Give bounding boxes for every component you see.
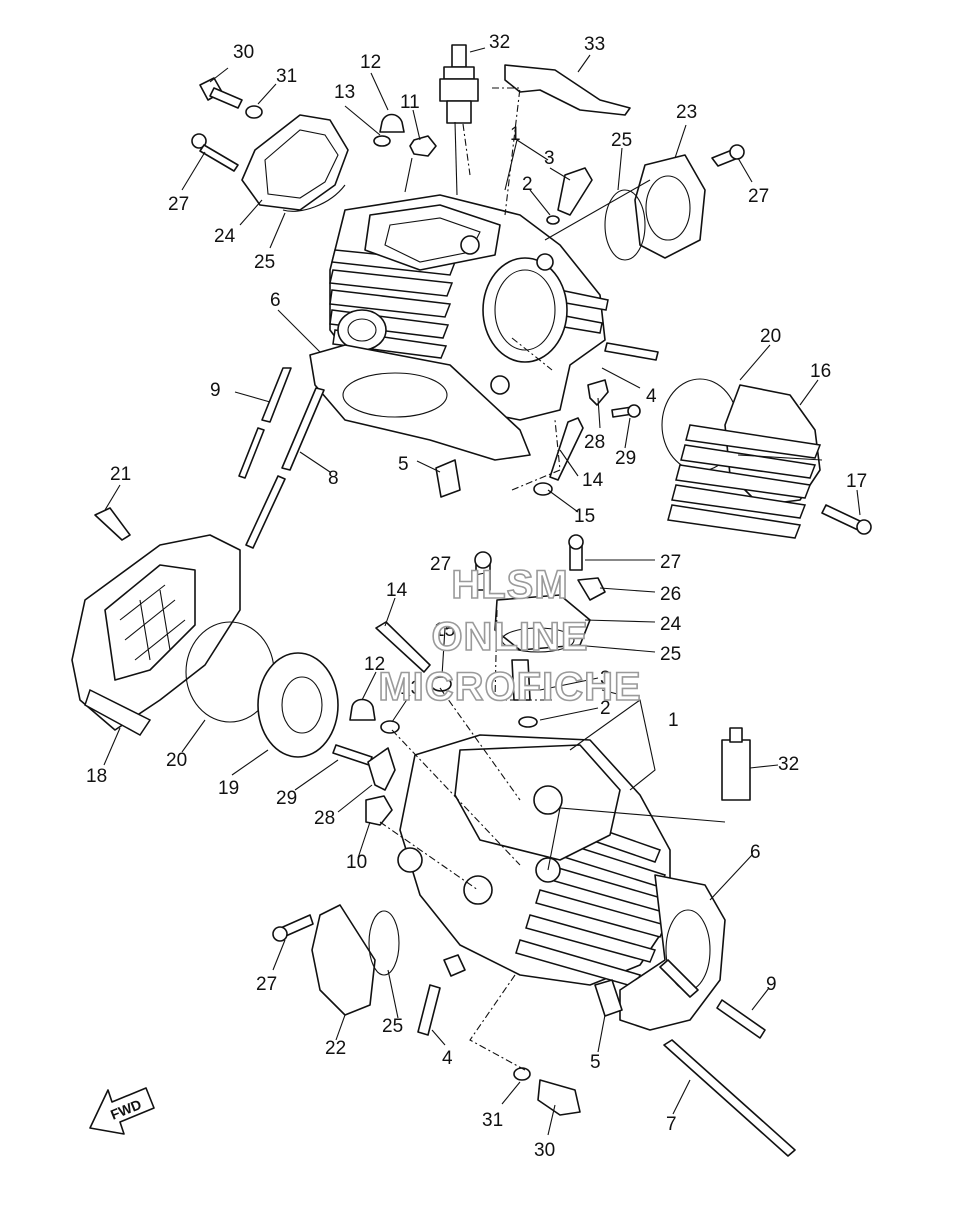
- callout-12-upper: 12: [360, 52, 381, 73]
- callout-2-lower: 2: [600, 698, 611, 719]
- callout-24-lower: 24: [660, 614, 682, 635]
- callout-12-lower: 12: [364, 654, 385, 675]
- callout-9-lower: 9: [766, 974, 777, 995]
- callout-1-lower: 1: [668, 710, 679, 731]
- callout-29-lower: 29: [276, 788, 297, 809]
- watermark-line-2: ONLINE: [431, 615, 588, 659]
- callout-8: 8: [328, 468, 339, 489]
- callout-32-upper: 32: [489, 32, 510, 53]
- callout-20-lower: 20: [166, 750, 187, 771]
- callout-1-upper: 1: [510, 124, 521, 145]
- watermark: HLSM ONLINE MICROFICHE: [378, 562, 642, 710]
- callout-6-lower: 6: [750, 842, 761, 863]
- callout-5-upper: 5: [398, 454, 409, 475]
- callout-labels: 30 31 27 24 25 12 13 11 32 33 1 3 2 25 2…: [86, 32, 867, 1161]
- callout-26: 26: [660, 584, 681, 605]
- callout-29-upper: 29: [615, 448, 636, 469]
- callout-13-lower: 13: [400, 678, 421, 699]
- callout-27-upper-right: 27: [748, 186, 769, 207]
- callout-6-upper: 6: [270, 290, 281, 311]
- callout-27-upper-left: 27: [168, 194, 189, 215]
- callout-16: 16: [810, 361, 831, 382]
- upper-fasteners: [191, 44, 745, 549]
- callout-3-upper: 3: [544, 148, 555, 169]
- callout-25-upper-right: 25: [611, 130, 632, 151]
- callout-24-upper: 24: [214, 226, 236, 247]
- exhaust-shield-upper: [661, 378, 872, 539]
- callout-30-lower: 30: [534, 1140, 555, 1161]
- callout-31-lower: 31: [482, 1110, 503, 1131]
- upper-cylinder-head: [309, 194, 609, 461]
- callout-4-lower: 4: [442, 1048, 453, 1069]
- callout-21: 21: [110, 464, 131, 485]
- callout-27-lower-top-right: 27: [660, 552, 681, 573]
- forward-direction-arrow: FWD: [89, 1087, 155, 1135]
- upper-valve-cover: [241, 114, 349, 212]
- callout-11: 11: [400, 92, 420, 113]
- leader-lines: [103, 47, 861, 1136]
- callout-15-lower: 15: [434, 620, 455, 641]
- callout-30-upper: 30: [233, 42, 254, 63]
- callout-27-lower-left: 27: [256, 974, 277, 995]
- callout-28-lower: 28: [314, 808, 335, 829]
- callout-2-upper: 2: [522, 174, 533, 195]
- callout-32-lower: 32: [778, 754, 799, 775]
- callout-25-lower-top: 25: [660, 644, 681, 665]
- callout-23: 23: [676, 102, 697, 123]
- callout-14-lower: 14: [386, 580, 408, 601]
- watermark-line-1: HLSM: [451, 563, 568, 607]
- watermark-line-3: MICROFICHE: [378, 665, 641, 709]
- callout-7: 7: [666, 1114, 677, 1135]
- callout-3-lower: 3: [600, 668, 611, 689]
- callout-9-upper: 9: [210, 380, 221, 401]
- callout-27-lower-top-left: 27: [430, 554, 451, 575]
- callout-33: 33: [584, 34, 605, 55]
- callout-22: 22: [325, 1038, 346, 1059]
- callout-19: 19: [218, 778, 239, 799]
- callout-31-upper: 31: [276, 66, 297, 87]
- callout-20-upper: 20: [760, 326, 781, 347]
- callout-25-upper-left: 25: [254, 252, 275, 273]
- callout-15-upper: 15: [574, 506, 595, 527]
- lower-fasteners: [272, 534, 796, 1157]
- callout-10: 10: [346, 852, 367, 873]
- callout-4-upper: 4: [646, 386, 657, 407]
- callout-28-upper: 28: [584, 432, 605, 453]
- callout-25-lower-left: 25: [382, 1016, 403, 1037]
- callout-13-upper: 13: [334, 82, 355, 103]
- callout-5-lower: 5: [590, 1052, 601, 1073]
- callout-17: 17: [846, 471, 867, 492]
- left-side-cover: [71, 507, 339, 758]
- callout-18: 18: [86, 766, 107, 787]
- lower-cylinder-head: [311, 734, 726, 1031]
- callout-14-upper: 14: [582, 470, 604, 491]
